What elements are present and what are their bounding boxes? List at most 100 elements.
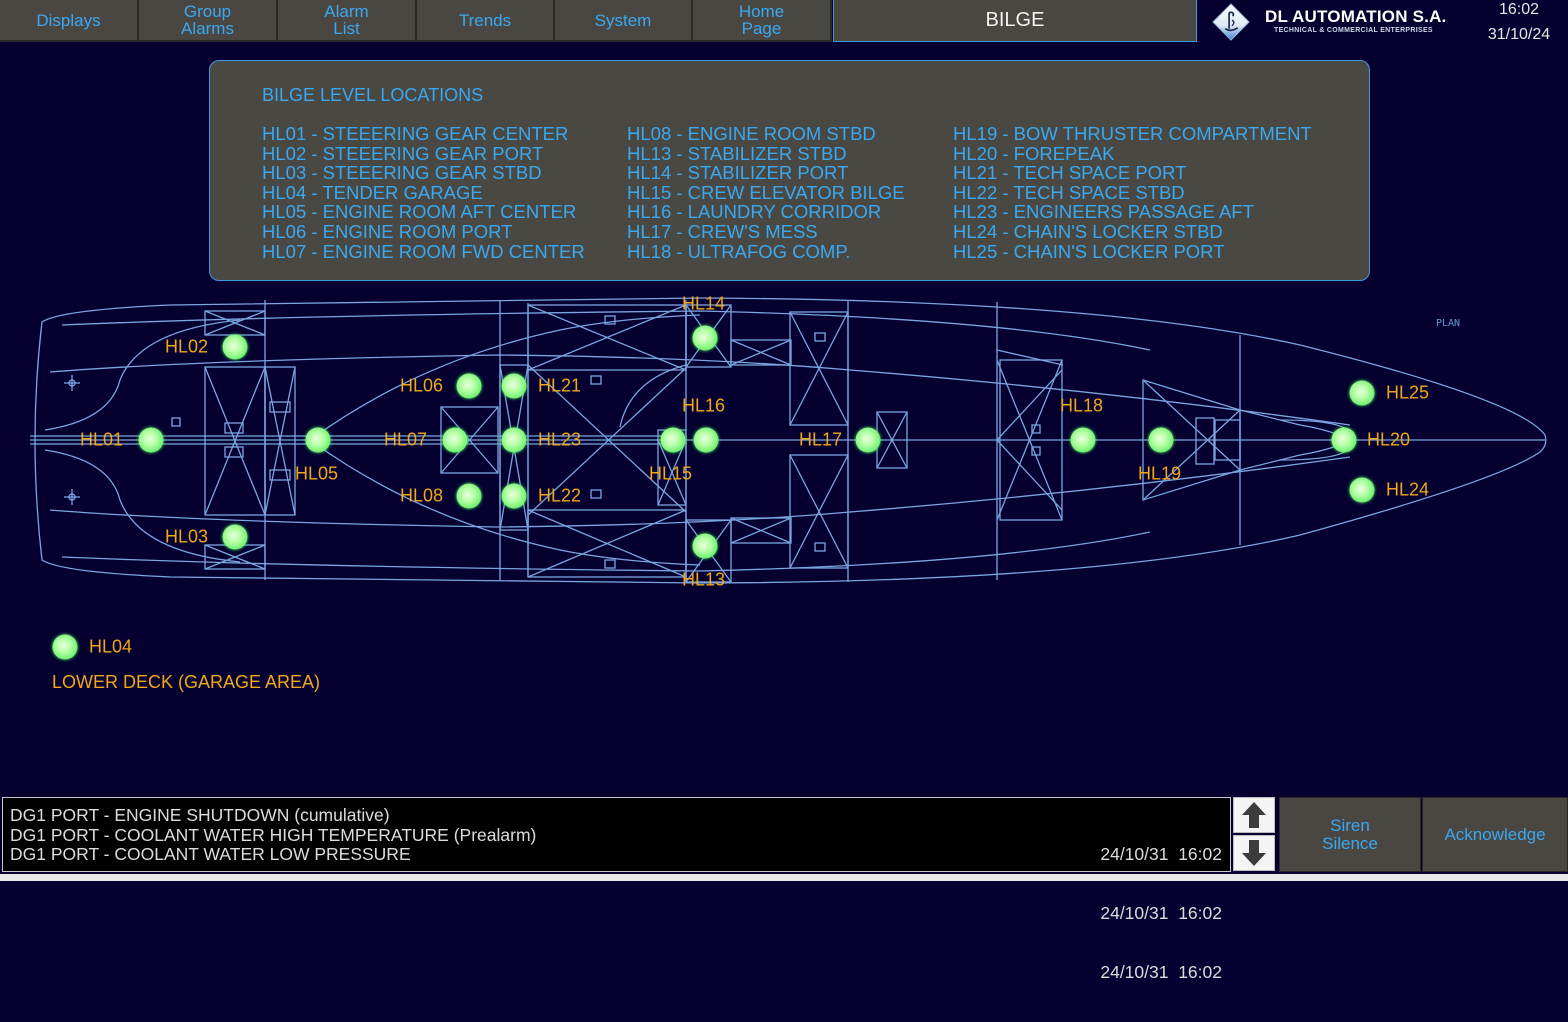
sensor-hl22-indicator[interactable] <box>501 483 527 509</box>
nav-button-alarm-list[interactable]: Alarm List <box>278 0 417 42</box>
sensor-hl03-indicator[interactable] <box>222 524 248 550</box>
sensor-hl07-label: HL07 <box>384 429 428 450</box>
sensor-hl02-label: HL02 <box>165 336 209 357</box>
alarm-scroll-up-button[interactable] <box>1233 797 1275 833</box>
legend-column-1: HL01 - STEEERING GEAR CENTER HL02 - STEE… <box>262 124 585 261</box>
legend-column-3: HL19 - BOW THRUSTER COMPARTMENT HL20 - F… <box>953 124 1312 261</box>
sensor-hl20-label: HL20 <box>1367 429 1411 450</box>
legend-item: HL21 - TECH SPACE PORT <box>953 162 1187 184</box>
legend-item: HL07 - ENGINE ROOM FWD CENTER <box>262 240 585 262</box>
arrow-down-icon <box>1242 840 1266 866</box>
acknowledge-button[interactable]: Acknowledge <box>1422 797 1568 872</box>
clock: 16:02 31/10/24 <box>1470 0 1568 44</box>
alarm-message[interactable]: DG1 PORT - ENGINE SHUTDOWN (cumulative) <box>10 805 390 825</box>
legend-item: HL14 - STABILIZER PORT <box>627 162 849 184</box>
sensor-hl25-indicator[interactable] <box>1349 380 1375 406</box>
company-logo: DL AUTOMATION S.A. TECHNICAL & COMMERCIA… <box>1208 1 1458 43</box>
legend-item: HL03 - STEEERING GEAR STBD <box>262 162 542 184</box>
lower-deck-label: LOWER DECK (GARAGE AREA) <box>52 672 321 692</box>
sensor-hl19-label: HL19 <box>1138 463 1182 484</box>
sensor-hl03-label: HL03 <box>165 526 209 547</box>
alarm-scroll-down-button[interactable] <box>1233 835 1275 871</box>
legend-column-2: HL08 - ENGINE ROOM STBD HL13 - STABILIZE… <box>627 124 905 261</box>
sensor-hl01-label: HL01 <box>80 429 124 450</box>
sensor-hl05-indicator[interactable] <box>305 427 331 453</box>
sensor-hl21-label: HL21 <box>538 375 582 396</box>
alarm-messages: DG1 PORT - ENGINE SHUTDOWN (cumulative) … <box>10 805 537 865</box>
sensor-hl18-indicator[interactable] <box>1070 427 1096 453</box>
legend-item: HL02 - STEEERING GEAR PORT <box>262 142 544 164</box>
sensor-hl23-indicator[interactable] <box>501 427 527 453</box>
sensor-hl25-label: HL25 <box>1386 382 1430 403</box>
brand-name: DL AUTOMATION S.A. <box>1265 7 1447 26</box>
legend-item: HL20 - FOREPEAK <box>953 142 1115 164</box>
sensor-hl22-label: HL22 <box>538 485 582 506</box>
legend-item: HL25 - CHAIN'S LOCKER PORT <box>953 240 1225 262</box>
logo-diamond-icon <box>1212 3 1250 41</box>
sensor-hl14-label: HL14 <box>682 293 726 314</box>
sensor-hl24-label: HL24 <box>1386 479 1430 500</box>
sensor-hl18-label: HL18 <box>1060 395 1104 416</box>
siren-silence-button[interactable]: Siren Silence <box>1279 797 1421 872</box>
sensor-hl06-indicator[interactable] <box>456 373 482 399</box>
top-navigation-bar: Displays Group Alarms Alarm List Trends … <box>0 0 1568 44</box>
bottom-strip <box>0 874 1568 881</box>
sensor-hl02-indicator[interactable] <box>222 334 248 360</box>
sensor-hl17-indicator[interactable] <box>855 427 881 453</box>
legend-item: HL15 - CREW ELEVATOR BILGE <box>627 181 905 203</box>
legend-item: HL05 - ENGINE ROOM AFT CENTER <box>262 201 577 223</box>
legend-item: HL16 - LAUNDRY CORRIDOR <box>627 201 882 223</box>
ship-plan-drawing <box>30 297 1547 584</box>
brand-tagline: TECHNICAL & COMMERCIAL ENTERPRISES <box>1274 27 1433 34</box>
alarm-message[interactable]: DG1 PORT - COOLANT WATER HIGH TEMPERATUR… <box>10 824 537 845</box>
sensor-hl15-label: HL15 <box>649 463 693 484</box>
sensor-hl04-label: HL04 <box>89 636 133 657</box>
page-title: BILGE <box>833 0 1197 42</box>
legend-title: BILGE LEVEL LOCATIONS <box>262 85 484 105</box>
sensor-hl04-indicator[interactable] <box>52 634 78 660</box>
legend-item: HL17 - CREW'S MESS <box>627 220 818 242</box>
sensor-hl16-label: HL16 <box>682 395 726 416</box>
legend-item: HL18 - ULTRAFOG COMP. <box>627 240 851 262</box>
alarm-message[interactable]: DG1 PORT - COOLANT WATER LOW PRESSURE <box>10 844 411 865</box>
nav-button-trends[interactable]: Trends <box>417 0 555 42</box>
legend-item: HL06 - ENGINE ROOM PORT <box>262 220 513 242</box>
sensor-hl23-label: HL23 <box>538 429 582 450</box>
sensor-hl21-indicator[interactable] <box>501 373 527 399</box>
legend-item: HL24 - CHAIN'S LOCKER STBD <box>953 220 1223 242</box>
sensor-hl13-label: HL13 <box>682 569 726 590</box>
sensor-hl17-label: HL17 <box>799 429 843 450</box>
sensor-hl13-indicator[interactable] <box>692 533 718 559</box>
hull-outline <box>34 297 1547 584</box>
sensor-hl14-indicator[interactable] <box>692 325 718 351</box>
legend-item: HL22 - TECH SPACE STBD <box>953 181 1185 203</box>
clock-time: 16:02 <box>1498 1 1540 18</box>
legend-item: HL01 - STEEERING GEAR CENTER <box>262 123 569 144</box>
legend-item: HL23 - ENGINEERS PASSAGE AFT <box>953 201 1254 223</box>
legend-item: HL19 - BOW THRUSTER COMPARTMENT <box>953 123 1312 144</box>
legend-item: HL13 - STABILIZER STBD <box>627 142 847 164</box>
legend-item: HL08 - ENGINE ROOM STBD <box>627 123 876 144</box>
sensor-hl01-indicator[interactable] <box>138 427 164 453</box>
clock-date: 31/10/24 <box>1487 26 1551 43</box>
nav-button-system[interactable]: System <box>555 0 693 42</box>
legend-item: HL04 - TENDER GARAGE <box>262 181 483 203</box>
alarm-timestamps: 24/10/31 16:02 24/10/31 16:02 24/10/31 1… <box>1100 806 1222 1022</box>
nav-button-group-alarms[interactable]: Group Alarms <box>139 0 278 42</box>
alarm-timestamp: 24/10/31 16:02 <box>1100 961 1222 982</box>
nav-button-displays[interactable]: Displays <box>0 0 139 42</box>
plan-label: PLAN <box>1436 318 1461 329</box>
sensor-hl15-indicator[interactable] <box>660 427 686 453</box>
sensor-hl07-indicator[interactable] <box>442 427 468 453</box>
sensor-hl24-indicator[interactable] <box>1349 477 1375 503</box>
nav-button-home-page[interactable]: Home Page <box>693 0 832 42</box>
sensor-hl06-label: HL06 <box>400 375 444 396</box>
sensor-hl08-indicator[interactable] <box>456 483 482 509</box>
alarm-timestamp: 24/10/31 16:02 <box>1100 902 1222 923</box>
sensor-hl08-label: HL08 <box>400 485 444 506</box>
alarm-banner: DG1 PORT - ENGINE SHUTDOWN (cumulative) … <box>2 797 1231 981</box>
sensor-hl19-indicator[interactable] <box>1148 427 1174 453</box>
sensor-hl16-indicator[interactable] <box>693 427 719 453</box>
sensor-hl20-indicator[interactable] <box>1331 427 1357 453</box>
sensor-hl05-label: HL05 <box>295 463 339 484</box>
